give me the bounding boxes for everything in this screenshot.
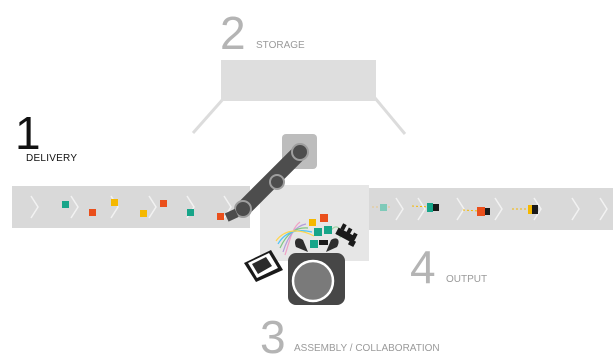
part-teal xyxy=(427,203,433,212)
output-number: 4 xyxy=(410,241,436,293)
storage-support-left xyxy=(193,98,224,133)
part-orange xyxy=(89,209,96,216)
part-teal xyxy=(62,201,69,208)
delivery-conveyor xyxy=(12,186,250,228)
part-black xyxy=(532,205,538,214)
storage-station: 2 STORAGE xyxy=(193,7,405,134)
assembly-label: ASSEMBLY / COLLABORATION xyxy=(294,343,440,354)
part-yellow xyxy=(140,210,147,217)
storage-label: STORAGE xyxy=(256,40,305,51)
storage-number: 2 xyxy=(220,7,246,59)
part-teal xyxy=(314,228,322,236)
part-orange xyxy=(217,213,224,220)
part-black xyxy=(319,240,328,245)
delivery-label: DELIVERY xyxy=(26,153,77,164)
part-orange xyxy=(160,200,167,207)
part-teal xyxy=(187,209,194,216)
part-teal xyxy=(380,204,387,211)
robot-joint xyxy=(292,144,308,160)
storage-shelf xyxy=(221,60,376,101)
output-station: 4 OUTPUT xyxy=(367,188,613,293)
output-label: OUTPUT xyxy=(446,274,487,285)
part-yellow xyxy=(528,205,532,214)
part-teal xyxy=(324,226,332,234)
part-yellow xyxy=(309,219,316,226)
delivery-station: 1 DELIVERY xyxy=(12,107,250,228)
part-black xyxy=(485,208,490,215)
part-teal xyxy=(310,240,318,248)
storage-support-right xyxy=(375,98,405,134)
delivery-number: 1 xyxy=(15,107,41,159)
worker-head xyxy=(293,261,333,301)
robot-joint xyxy=(270,175,284,189)
part-black xyxy=(433,204,439,211)
part-orange xyxy=(320,214,328,222)
part-yellow xyxy=(111,199,118,206)
part-orange xyxy=(477,207,485,216)
assembly-number: 3 xyxy=(260,311,286,354)
